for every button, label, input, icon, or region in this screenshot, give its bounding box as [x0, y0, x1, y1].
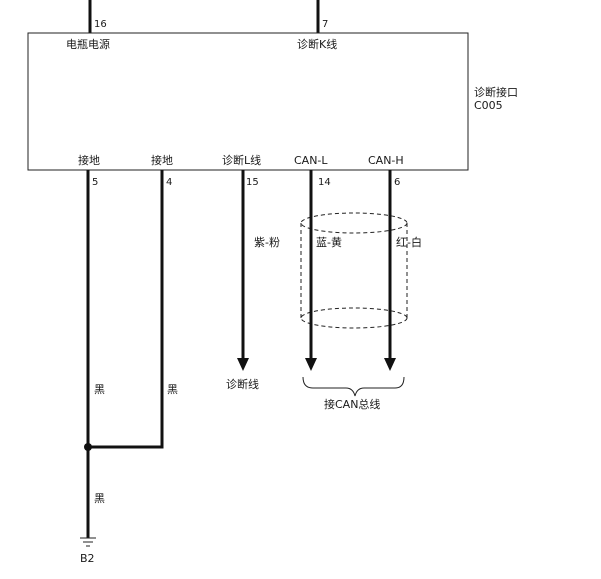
ground-icon — [80, 537, 96, 547]
arrow-down-icon — [237, 358, 249, 371]
top-pin-label-k-line: 诊断K线 — [297, 37, 337, 51]
top-pin-label-battery: 电瓶电源 — [66, 37, 110, 51]
pin-number-14: 14 — [318, 177, 331, 188]
wire-color-pin14: 蓝-黄 — [316, 235, 342, 249]
bottom-pin-label-ground-4: 接地 — [151, 154, 173, 167]
pin-number-4: 4 — [166, 177, 172, 188]
wire-pin4 — [88, 170, 164, 449]
arrow-down-icon — [384, 358, 396, 371]
shield-cylinder-icon — [300, 212, 408, 329]
pin-number-6: 6 — [394, 177, 400, 188]
brace-icon — [302, 376, 405, 397]
connector-box — [27, 32, 469, 171]
bottom-pin-label-can-l: CAN-L — [294, 154, 328, 167]
connector-code: C005 — [474, 99, 503, 112]
pin-number-7: 7 — [322, 19, 328, 30]
wire-color-pin15: 紫-粉 — [254, 236, 280, 249]
wire-color-ground: 黑 — [94, 492, 105, 505]
arrow-down-icon — [305, 358, 317, 371]
pin-number-15: 15 — [246, 177, 259, 188]
wire-color-pin5: 黑 — [94, 383, 105, 396]
pin-number-5: 5 — [92, 177, 98, 188]
destination-diag-line: 诊断线 — [226, 377, 259, 391]
bottom-pin-label-can-h: CAN-H — [368, 154, 404, 167]
connector-name: 诊断接口 — [474, 85, 518, 99]
pin-number-16: 16 — [94, 19, 107, 30]
bottom-pin-label-l-line: 诊断L线 — [222, 153, 261, 167]
splice-dot — [84, 443, 92, 451]
destination-can-bus: 接CAN总线 — [324, 397, 380, 411]
ground-code: B2 — [80, 552, 95, 565]
bottom-pin-label-ground-5: 接地 — [78, 154, 100, 167]
wire-color-pin4: 黑 — [167, 383, 178, 396]
wire-color-pin6: 红-白 — [396, 235, 422, 249]
